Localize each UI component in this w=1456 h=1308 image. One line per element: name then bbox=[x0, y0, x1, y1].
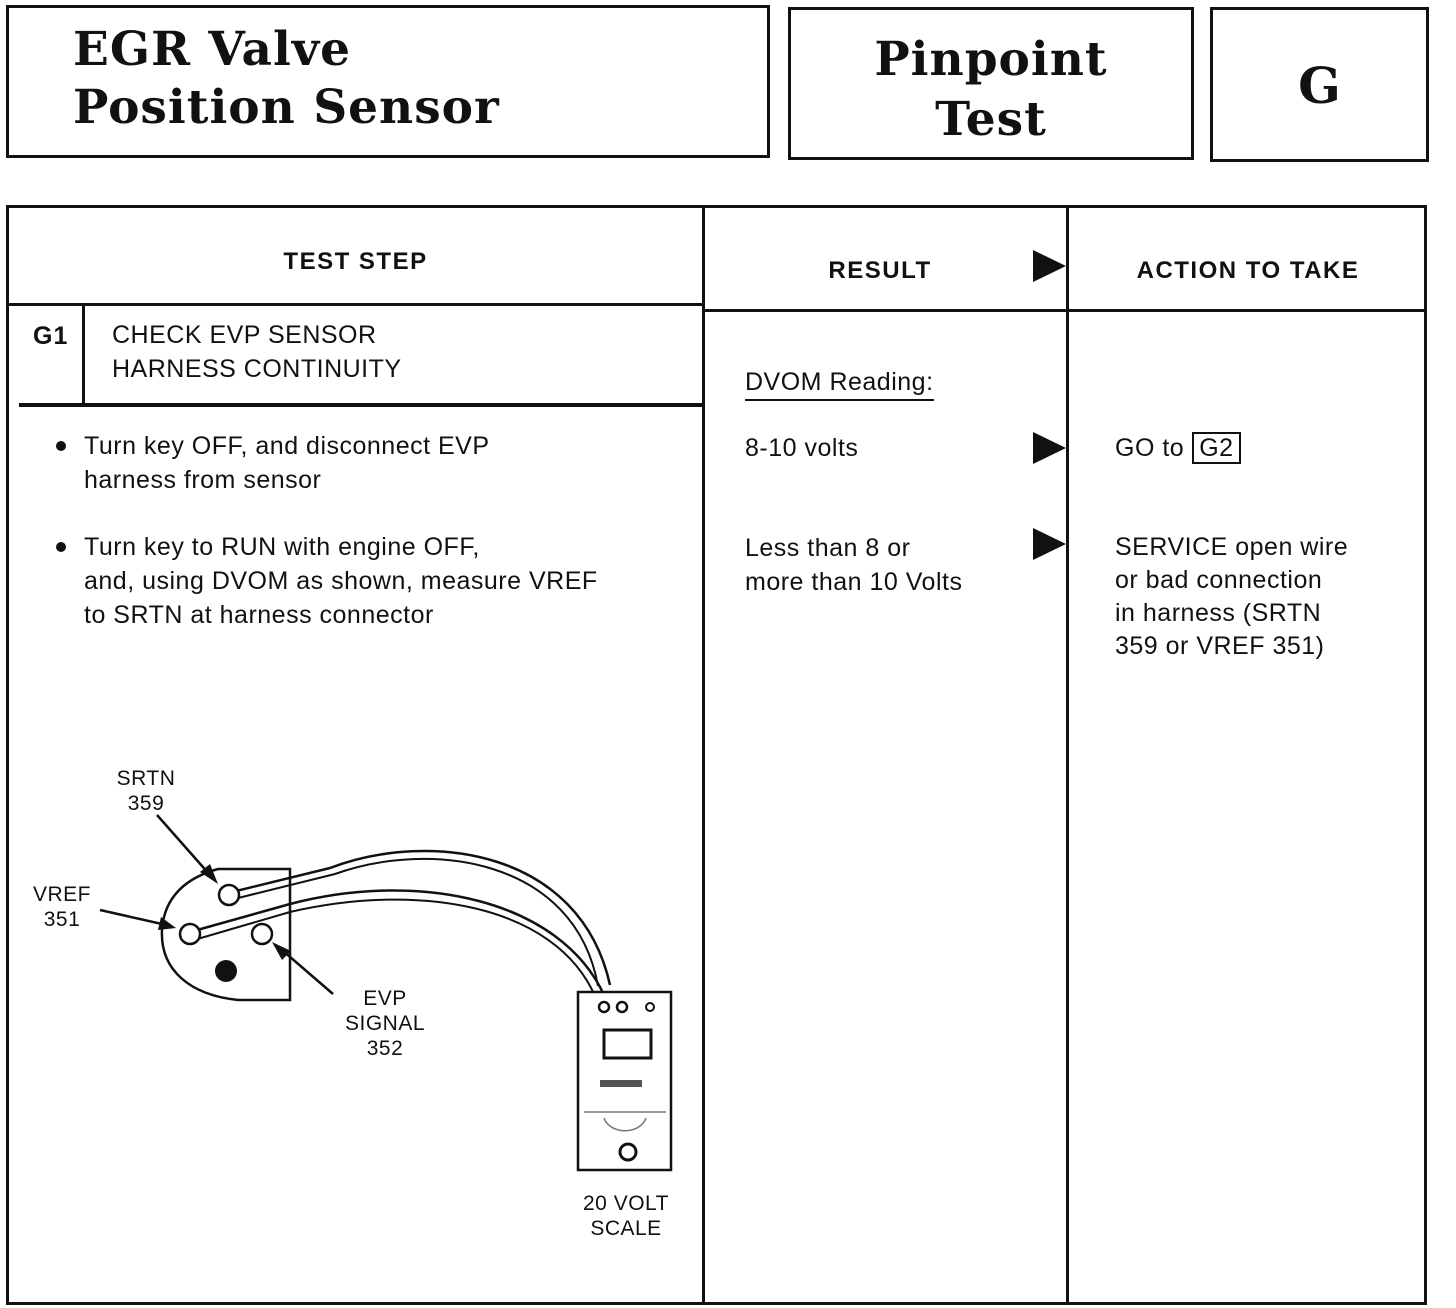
wire-srtn-outer bbox=[231, 849, 612, 986]
column-divider-1 bbox=[702, 208, 705, 1302]
bullet-icon bbox=[56, 542, 66, 552]
key-pin bbox=[215, 960, 237, 982]
column-header-action: ACTION TO TAKE bbox=[1136, 257, 1360, 284]
title-box: EGR Valve Position Sensor bbox=[6, 5, 770, 158]
test-code: G bbox=[1298, 56, 1341, 115]
action-row-2: SERVICE open wire or bad connection in h… bbox=[1115, 533, 1349, 660]
bullet-icon bbox=[56, 441, 66, 451]
action-row-1-text: GO to bbox=[1115, 434, 1185, 462]
connector-body bbox=[160, 867, 292, 1002]
srtn-label: SRTN 359 bbox=[116, 767, 176, 815]
meter-display bbox=[602, 1028, 653, 1060]
arrow-icon bbox=[1033, 432, 1066, 464]
srtn-leader bbox=[156, 814, 211, 876]
arrow-icon bbox=[1033, 250, 1066, 282]
step-title-line-2: HARNESS CONTINUITY bbox=[112, 355, 402, 383]
result-row-2: Less than 8 or more than 10 Volts bbox=[745, 534, 963, 596]
scale-label: 20 VOLT SCALE bbox=[583, 1192, 669, 1240]
wire-vref-outer bbox=[189, 889, 606, 996]
pinpoint-test-table: TEST STEP RESULT ACTION TO TAKE G1 CHECK… bbox=[6, 205, 1427, 1305]
meter-jack bbox=[645, 1002, 655, 1012]
step-instruction-2: Turn key to RUN with engine OFF, and, us… bbox=[84, 533, 598, 629]
page-title-line-1: EGR Valve bbox=[73, 22, 352, 77]
result-row-1: 8-10 volts bbox=[745, 434, 859, 462]
column-header-test-step: TEST STEP bbox=[283, 248, 428, 275]
wire-srtn-inner bbox=[237, 858, 599, 987]
test-type-line-2: Test bbox=[935, 92, 1047, 147]
evp-signal-pin bbox=[250, 922, 274, 946]
step-title-rule bbox=[19, 403, 702, 407]
vref-pin bbox=[178, 922, 202, 946]
arrowhead-icon bbox=[200, 864, 218, 884]
evp-signal-leader bbox=[281, 949, 334, 995]
evp-signal-label: EVP SIGNAL 352 bbox=[344, 987, 426, 1060]
arrowhead-icon bbox=[272, 942, 291, 960]
meter-panel-markings bbox=[584, 1111, 666, 1132]
arrowhead-icon bbox=[158, 917, 176, 930]
test-code-box: G bbox=[1210, 7, 1429, 162]
test-step-header-rule bbox=[9, 303, 702, 306]
result-heading: DVOM Reading: bbox=[745, 365, 934, 401]
vref-leader bbox=[99, 908, 163, 926]
step-title-line-1: CHECK EVP SENSOR bbox=[112, 321, 377, 349]
result-header-rule bbox=[705, 309, 1427, 312]
column-header-result: RESULT bbox=[828, 257, 932, 284]
srtn-pin bbox=[217, 883, 241, 907]
step-code-divider bbox=[82, 306, 85, 403]
meter-jack bbox=[615, 1000, 629, 1014]
step-code: G1 bbox=[33, 322, 69, 350]
vref-label: VREF 351 bbox=[32, 883, 91, 931]
test-type-line-1: Pinpoint bbox=[874, 32, 1108, 87]
arrow-icon bbox=[1033, 528, 1066, 560]
meter-dial bbox=[618, 1142, 638, 1162]
step-instruction-1: Turn key OFF, and disconnect EVP harness… bbox=[84, 432, 490, 494]
meter-jack bbox=[597, 1000, 611, 1014]
step-reference-box: G2 bbox=[1192, 432, 1241, 464]
meter-brand-plate bbox=[600, 1080, 642, 1087]
result-heading-text: DVOM Reading: bbox=[745, 368, 934, 401]
wire-vref-inner bbox=[193, 898, 596, 997]
page-title-line-2: Position Sensor bbox=[73, 80, 500, 135]
column-divider-2 bbox=[1066, 208, 1069, 1302]
test-type-box: Pinpoint Test bbox=[788, 7, 1194, 160]
